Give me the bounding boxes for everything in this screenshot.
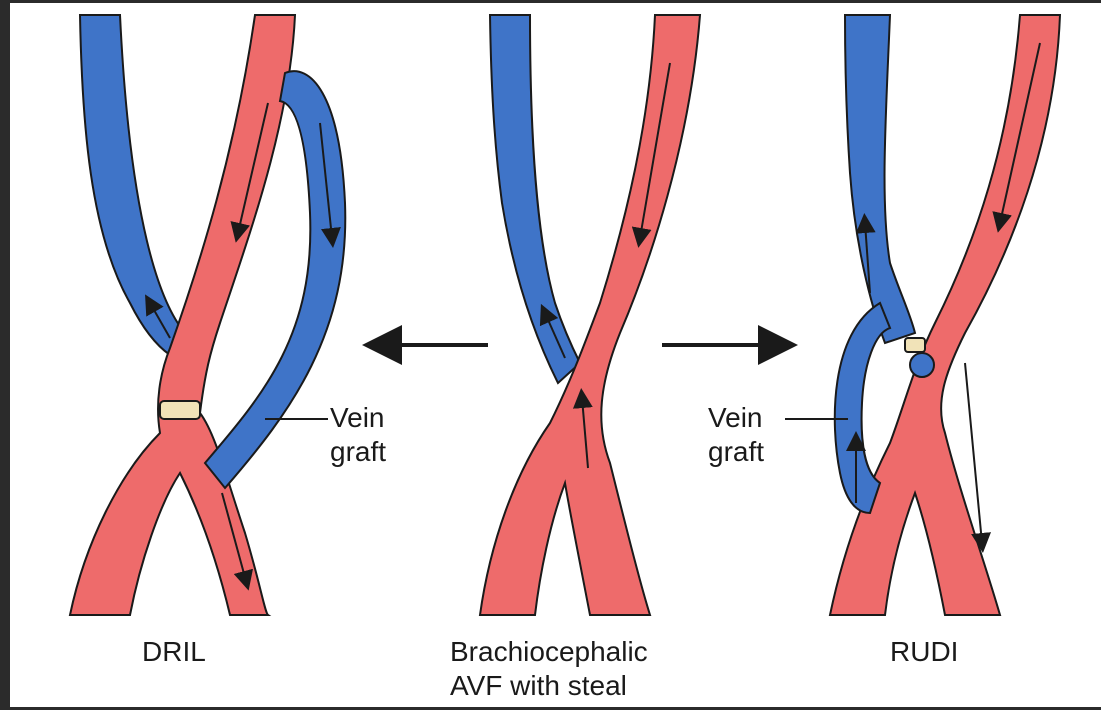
vascular-diagram xyxy=(10,3,1101,707)
rudi-ligation-node xyxy=(910,353,934,377)
rudi-panel xyxy=(785,15,1060,615)
dril-ligation-band xyxy=(160,401,200,419)
dril-graft-label-line2: graft xyxy=(330,435,386,469)
rudi-title: RUDI xyxy=(890,635,958,669)
avf-title-line1: Brachiocephalic xyxy=(450,635,648,669)
rudi-connector xyxy=(905,338,925,352)
dril-panel xyxy=(70,15,345,615)
avf-vein xyxy=(490,15,580,383)
avf-title-line2: AVF with steal xyxy=(450,669,648,703)
rudi-graft-label-line1: Vein xyxy=(708,401,764,435)
dril-graft-label-line1: Vein xyxy=(330,401,386,435)
avf-title: Brachiocephalic AVF with steal xyxy=(450,635,648,703)
rudi-graft-label: Vein graft xyxy=(708,401,764,469)
avf-panel xyxy=(480,15,700,615)
rudi-vein xyxy=(845,15,915,343)
dril-title: DRIL xyxy=(142,635,206,669)
rudi-graft-label-line2: graft xyxy=(708,435,764,469)
dril-graft-label: Vein graft xyxy=(330,401,386,469)
dril-vein xyxy=(80,15,185,355)
figure-frame: Vein graft Vein graft DRIL Brachiocephal… xyxy=(10,3,1101,707)
